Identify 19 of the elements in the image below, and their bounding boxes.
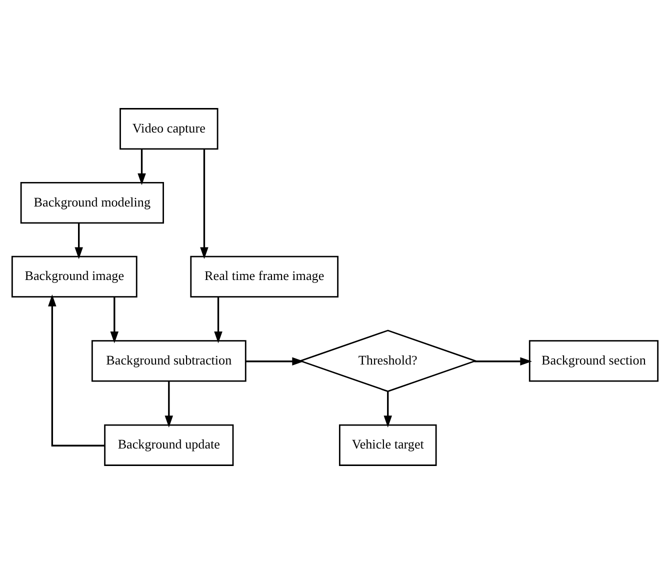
node-box: Background modeling [20,181,164,224]
arrow [48,294,105,446]
node-box: Vehicle target [338,424,437,466]
node-box: Real time frame image [190,255,338,298]
arrow [214,296,222,343]
arrow [384,391,392,427]
node-box: Background image [11,255,138,298]
arrow [164,380,174,427]
node-box: Background section [528,340,659,382]
node-box: Video capture [120,108,218,150]
node-diamond: Threshold? [298,329,478,392]
arrow [110,296,119,343]
node-box: Background update [104,424,234,466]
arrow [200,148,208,259]
arrow [138,148,146,185]
node-box: Background subtraction [91,340,246,382]
arrow [74,222,83,259]
arrow [474,356,532,366]
arrow [246,356,304,366]
